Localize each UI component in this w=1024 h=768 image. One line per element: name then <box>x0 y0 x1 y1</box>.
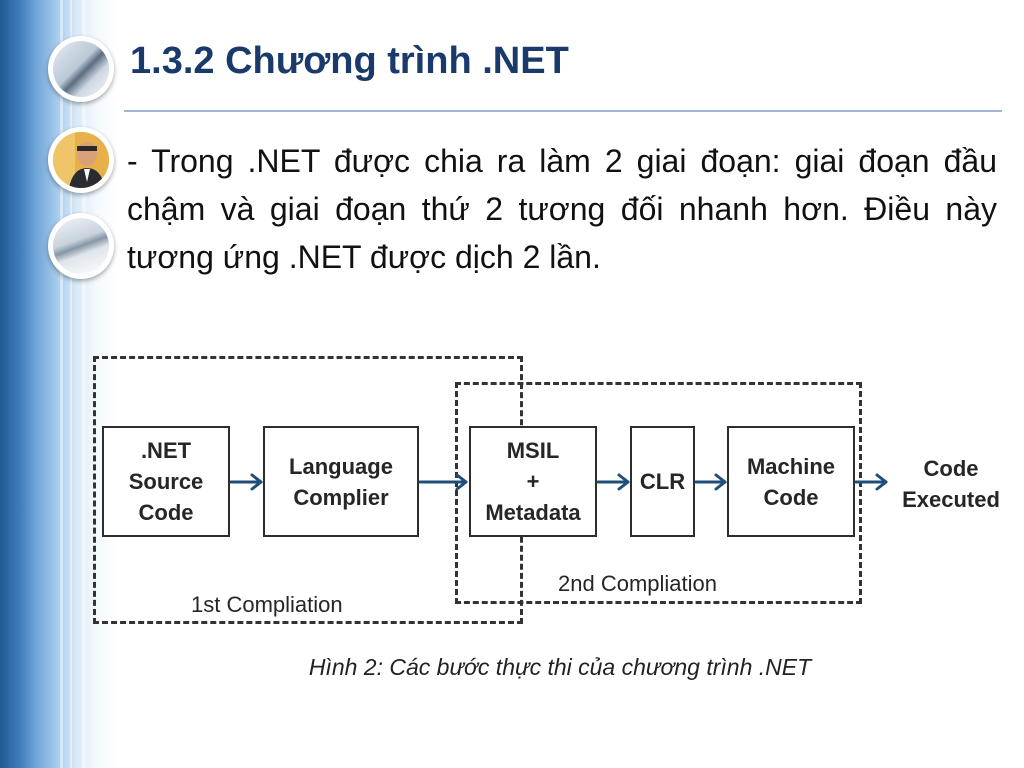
msil-metadata-box: MSIL + Metadata <box>469 426 597 537</box>
person-icon <box>53 132 109 188</box>
figure-caption: Hình 2: Các bước thực thi của chương trì… <box>308 654 812 680</box>
slide-title: 1.3.2 Chương trình .NET <box>130 40 569 82</box>
source-code-box: .NET Source Code <box>102 426 230 537</box>
sidebar-pen-orb <box>48 213 114 279</box>
sidebar-person-orb <box>48 127 114 193</box>
language-compiler-box: Language Complier <box>263 426 419 537</box>
sidebar-photo-orb <box>48 36 114 102</box>
title-divider <box>124 110 1002 112</box>
second-compilation-group <box>455 382 862 604</box>
second-compilation-label: 2nd Compliation <box>558 571 717 596</box>
sidebar-decoration <box>0 0 118 768</box>
first-compilation-label: 1st Compliation <box>191 592 343 617</box>
machine-code-box: Machine Code <box>727 426 855 537</box>
code-executed-label: Code Executed <box>902 456 1000 512</box>
body-paragraph: - Trong .NET được chia ra làm 2 giai đoạ… <box>127 143 997 275</box>
clr-box: CLR <box>630 426 695 537</box>
